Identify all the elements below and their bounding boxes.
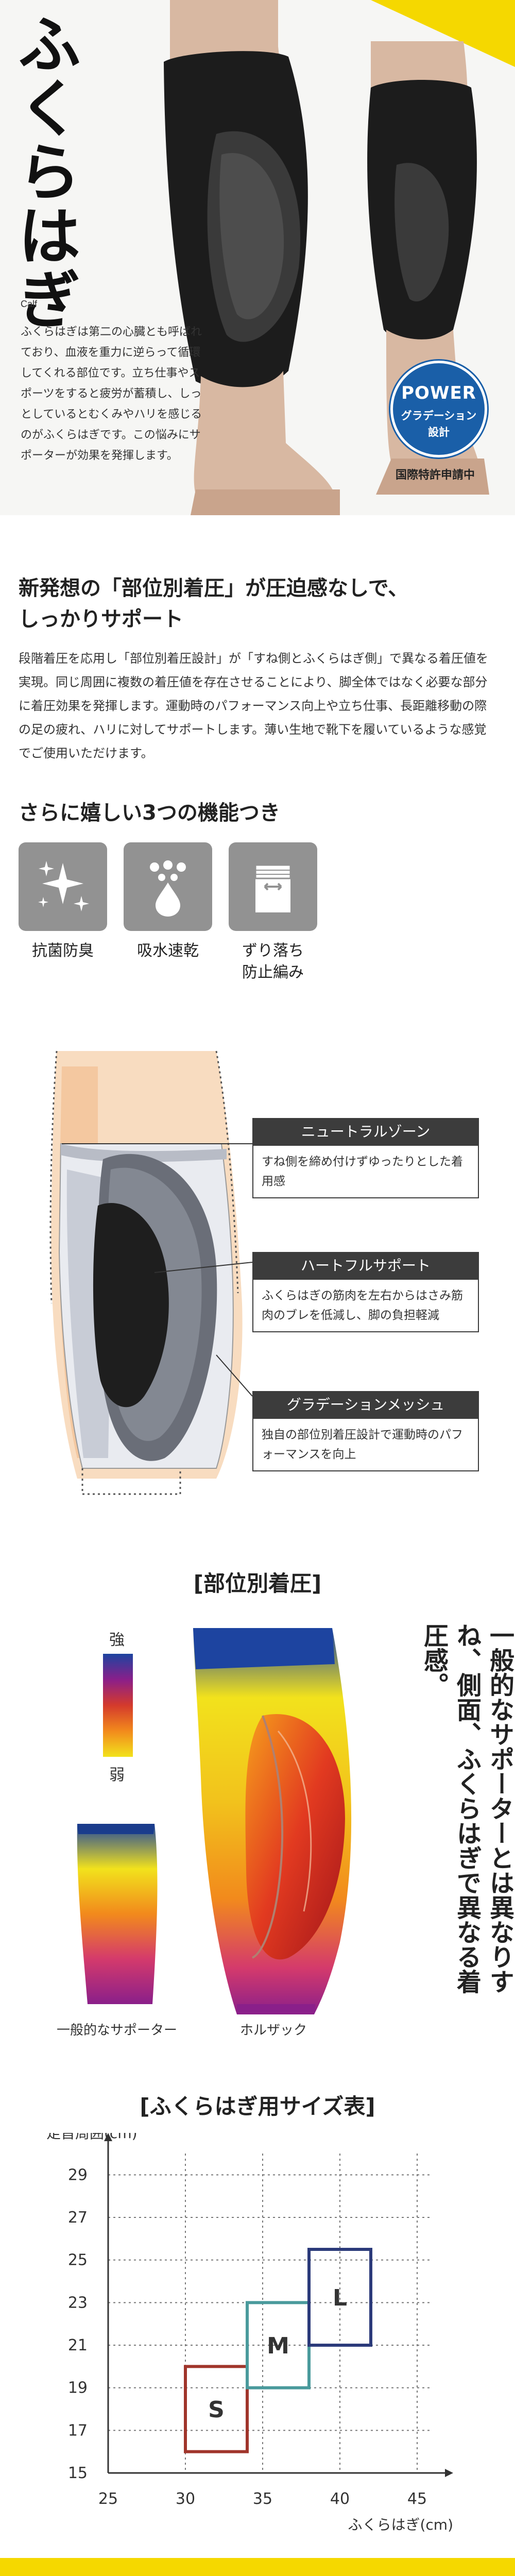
callout-heartful-support: ハートフルサポート ふくらはぎの筋肉を左右からはさみ筋肉のブレを低減し、脚の負担… <box>252 1252 479 1332</box>
callout-title: グラデーションメッシュ <box>252 1391 479 1419</box>
sparkle-icon <box>19 842 107 931</box>
x-tick-label: 35 <box>253 2490 272 2508</box>
footer-accent-bar <box>0 2558 515 2576</box>
callout-title: ニュートラルゾーン <box>252 1118 479 1146</box>
pressure-vertical-copy: 一般的なサポーターとは異なりすね、側面、ふくらはぎで異なる着圧感。 <box>419 1623 514 1994</box>
badge-line-1: POWER <box>401 383 476 403</box>
accent-corner <box>371 0 515 67</box>
x-tick-label: 40 <box>330 2490 350 2508</box>
hero-title: ふくらはぎ <box>19 9 80 337</box>
feature-anti-slip: ずり落ち 防止編み <box>229 842 317 984</box>
band-icon <box>229 842 317 931</box>
hero-description: ふくらはぎは第二の心臓とも呼ばれており、血液を重力に逆らって循環してくれる部位で… <box>21 326 202 462</box>
y-axis-arrow <box>104 2133 112 2141</box>
features-list: 抗菌防臭 吸水速乾 ずり落ち 防止編み <box>19 842 317 984</box>
water-drop-icon <box>124 842 212 931</box>
hero-subtitle: Calf <box>21 299 38 309</box>
callout-desc: ふくらはぎの筋肉を左右からはさみ筋肉のブレを低減し、脚の負担軽減 <box>252 1280 479 1332</box>
holzack-sleeve <box>193 1628 352 2014</box>
size-box-s <box>184 2365 249 2453</box>
y-tick-label: 25 <box>68 2251 88 2269</box>
callout-title: ハートフルサポート <box>252 1252 479 1280</box>
feature-quick-dry: 吸水速乾 <box>124 842 212 984</box>
pressure-title: [部位別着圧] <box>193 1571 322 1596</box>
size-label-l: L <box>333 2285 347 2311</box>
zone-diagram: ニュートラルゾーン すね側を締め付けずゆったりとした着用感 ハートフルサポート … <box>0 1046 515 1510</box>
badge-line-3: 設計 <box>428 426 450 438</box>
x-tick-label: 45 <box>407 2490 427 2508</box>
power-gradation-badge: POWER グラデーション 設計 <box>390 361 487 457</box>
size-chart: 15 17 19 21 23 25 27 29 25 30 35 40 45 足首周囲(cm) ふくらはぎ(… <box>46 2133 453 2533</box>
feature-label: 吸水速乾 <box>137 942 199 960</box>
pressure-gradient-bar <box>103 1654 133 1757</box>
general-sleeve <box>77 1824 158 2004</box>
y-tick-label: 19 <box>68 2379 88 2397</box>
y-tick-label: 27 <box>68 2209 88 2227</box>
feature-label: ずり落ち 防止編み <box>229 940 317 984</box>
hero-section: ふくらはぎ Calf ふくらはぎは第二の心臓とも呼ばれており、血液を重力に逆らっ… <box>0 0 515 515</box>
hero-illustration <box>164 0 515 515</box>
caption-general-supporter: 一般的なサポーター <box>57 2023 178 2038</box>
feature-antibacterial: 抗菌防臭 <box>19 842 107 984</box>
y-tick-label: 21 <box>68 2336 88 2354</box>
pressure-illustration <box>77 1628 352 2014</box>
y-tick-label: 15 <box>68 2464 88 2482</box>
patent-pending-text: 国際特許申請中 <box>396 469 475 482</box>
headline-line-2: しっかりサポート <box>19 607 183 631</box>
x-tick-label: 30 <box>176 2490 195 2508</box>
callout-desc: すね側を締め付けずゆったりとした着用感 <box>252 1146 479 1198</box>
callout-neutral-zone: ニュートラルゾーン すね側を締め付けずゆったりとした着用感 <box>252 1118 479 1198</box>
headline-line-1: 新発想の「部位別着圧」が圧迫感なしで、 <box>19 577 409 600</box>
intro-body: 段階着圧を応用し「部位別着圧設計」が「すね側とふくらはぎ側」で異なる着圧値を実現… <box>19 651 488 760</box>
x-axis-label: ふくらはぎ(cm) <box>348 2516 453 2533</box>
legend-weak-label: 弱 <box>109 1766 125 1784</box>
feature-label: 抗菌防臭 <box>32 942 94 960</box>
size-box-l <box>307 2248 372 2347</box>
size-label-s: S <box>208 2397 225 2423</box>
y-axis-label: 足首周囲(cm) <box>46 2133 138 2142</box>
size-chart-title: [ふくらはぎ用サイズ表] <box>140 2094 375 2119</box>
intro-headline: 新発想の「部位別着圧」が圧迫感なしで、 しっかりサポート <box>19 573 408 635</box>
caption-holzack: ホルザック <box>240 2023 307 2038</box>
features-title: さらに嬉しい3つの機能つき <box>19 801 280 825</box>
y-tick-label: 17 <box>68 2421 88 2439</box>
callout-desc: 独自の部位別着圧設計で運動時のパフォーマンスを向上 <box>252 1419 479 1471</box>
feature-label-line-1: ずり落ち <box>242 942 304 960</box>
callout-gradation-mesh: グラデーションメッシュ 独自の部位別着圧設計で運動時のパフォーマンスを向上 <box>252 1391 479 1471</box>
feature-label-line-2: 防止編み <box>242 963 304 981</box>
x-axis-arrow <box>445 2469 453 2477</box>
y-tick-label: 29 <box>68 2166 88 2184</box>
sleeve-zone-illustration <box>49 1050 253 1495</box>
x-tick-label: 25 <box>98 2490 118 2508</box>
y-tick-label: 23 <box>68 2294 88 2312</box>
badge-line-2: グラデーション <box>401 410 477 422</box>
legend-strong-label: 強 <box>109 1631 125 1649</box>
size-label-m: M <box>267 2333 289 2359</box>
